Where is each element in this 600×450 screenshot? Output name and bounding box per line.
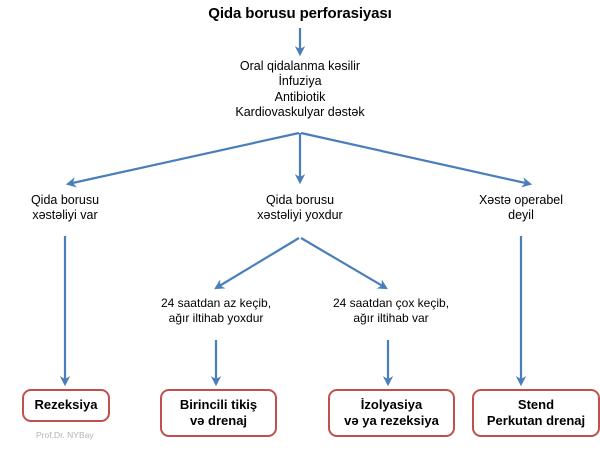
sub-branch-left-text: 24 saatdan az keçib, ağır iltihab yoxdur: [160, 296, 272, 325]
author-credit: Prof.Dr. NYBay: [36, 430, 94, 440]
branch-middle-text: Qida borusu xəstəliyi yoxdur: [257, 193, 343, 223]
outcome-box-izolyasiya-ve-ya-rezeksiya[interactable]: İzolyasiya və ya rezeksiya: [328, 389, 455, 437]
sub-branch-right-text: 24 saatdan çox keçib, ağır iltihab var: [332, 296, 450, 325]
initial-management-text: Oral qidalanma kəsilir İnfuziya Antibiot…: [235, 59, 365, 119]
arrow-initial-to-right: [300, 131, 533, 188]
arrow-initial-to-left: [65, 131, 300, 188]
branch-left-text: Qida borusu xəstəliyi var: [30, 193, 100, 223]
outcome-box-stend-perkutan-drenaj[interactable]: Stend Perkutan drenaj: [472, 389, 600, 437]
outcome-box-rezeksiya[interactable]: Rezeksiya: [22, 389, 110, 422]
arrow-middle-to-sub-right: [300, 237, 388, 290]
branch-right-text: Xəstə operabel deyil: [478, 193, 564, 223]
arrow-middle-to-sub-left: [214, 237, 300, 290]
diagram-title: Qida borusu perforasiyası: [208, 5, 392, 22]
outcome-box-birincili-tikis-ve-drenaj[interactable]: Birincili tikiş və drenaj: [160, 389, 277, 437]
